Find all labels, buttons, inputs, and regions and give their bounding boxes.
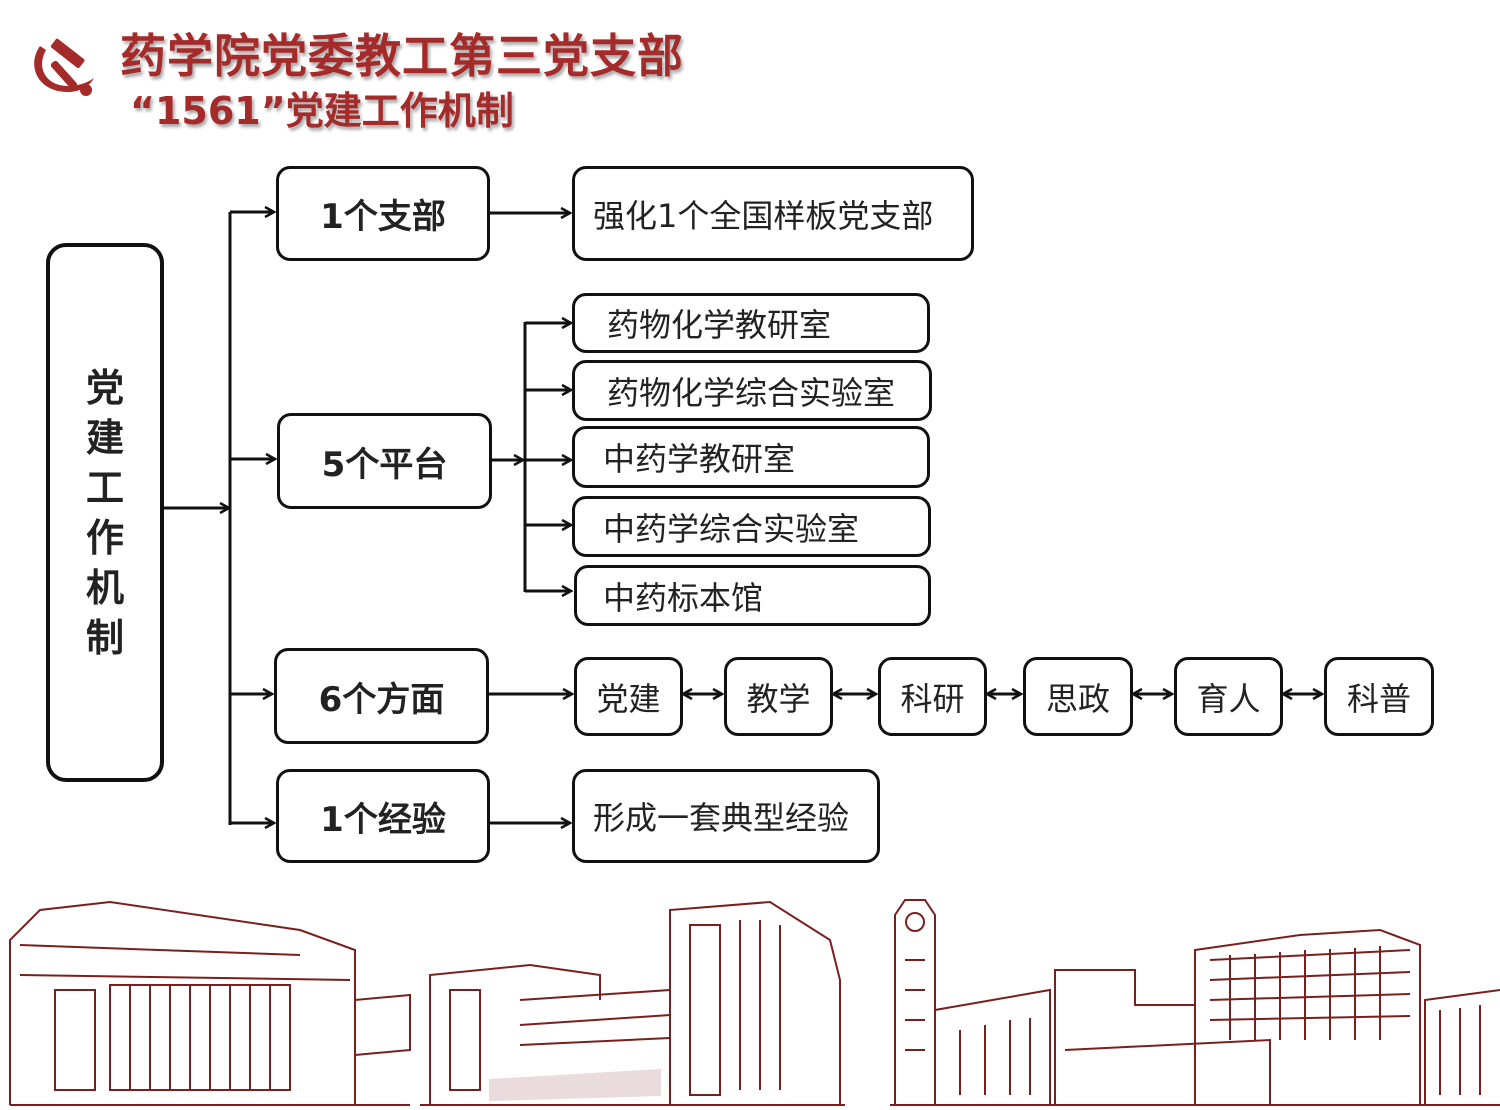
branch-child-box: 强化1个全国样板党支部 [572, 166, 974, 261]
root-char: 建 [85, 415, 124, 460]
branch-box: 1个支部 [276, 166, 490, 261]
experience-child-box: 形成一套典型经验 [572, 769, 880, 863]
root-box: 党 建 工 作 机 制 [46, 243, 164, 782]
hammer-sickle-icon [34, 38, 94, 96]
root-char: 工 [85, 465, 124, 510]
root-char: 作 [85, 515, 124, 560]
aspect-item: 党建 [574, 657, 683, 736]
aspect-item: 科普 [1324, 657, 1434, 736]
campus-buildings-illustration [9, 899, 1500, 1106]
page-title: 药学院党委教工第三党支部 [120, 29, 684, 83]
aspect-item: 思政 [1023, 657, 1133, 736]
aspect-item: 育人 [1174, 657, 1283, 736]
root-char: 机 [85, 565, 124, 610]
platform-item: 中药学综合实验室 [572, 496, 931, 557]
aspect-item: 科研 [878, 657, 987, 736]
platform-item: 药物化学综合实验室 [572, 360, 932, 421]
root-char: 制 [85, 615, 124, 660]
connector-lines [164, 0, 1500, 880]
page-subtitle: “1561”党建工作机制 [130, 89, 514, 133]
platform-item: 药物化学教研室 [572, 293, 930, 353]
aspects-box: 6个方面 [274, 648, 489, 744]
platforms-box: 5个平台 [277, 413, 492, 509]
root-char: 党 [85, 365, 124, 410]
platform-item: 中药标本馆 [574, 565, 931, 626]
aspect-item: 教学 [724, 657, 833, 736]
experience-box: 1个经验 [276, 769, 490, 863]
platform-item: 中药学教研室 [572, 426, 930, 488]
